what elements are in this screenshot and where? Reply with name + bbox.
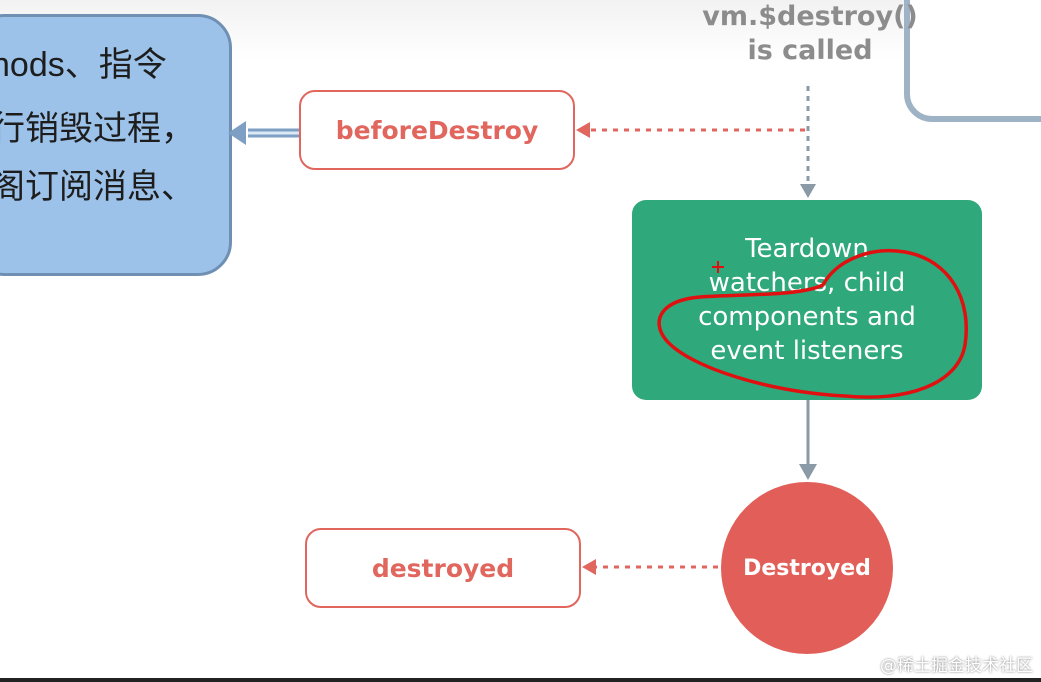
process-arrow-head [799,464,817,480]
info-note-box: hods、指令 行销毁过程， 阁订阅消息、 [0,14,232,276]
info-note-line-3: 阁订阅消息、 [0,168,195,206]
teardown-process-box: Teardown watchers, child components and … [632,200,982,400]
teardown-process-text: Teardown watchers, child components and … [698,232,916,368]
process-line-1: Teardown [745,234,869,264]
info-note-line-1: hods、指令 [0,46,167,84]
trigger-label-line-1: vm.$destroy() [702,1,918,32]
process-line-2: watchers, child [708,268,906,298]
destroyed-arrow-head [582,559,596,575]
bottom-edge [0,678,1041,682]
trigger-arrow-head [800,184,816,198]
before-destroy-arrow-head [576,122,590,138]
hook-arrow-head [228,121,246,145]
trigger-label: vm.$destroy() is called [660,0,960,68]
info-note-line-2: 行销毁过程， [0,110,195,148]
destroyed-hook: destroyed [305,528,581,608]
before-destroy-hook: beforeDestroy [299,90,575,170]
trigger-label-line-2: is called [747,35,873,66]
process-line-3: components and [698,302,916,332]
next-step-box [904,0,1041,122]
destroyed-state-circle: Destroyed [721,482,893,654]
process-line-4: event listeners [710,336,904,366]
watermark: @稀土掘金技术社区 [880,656,1033,676]
